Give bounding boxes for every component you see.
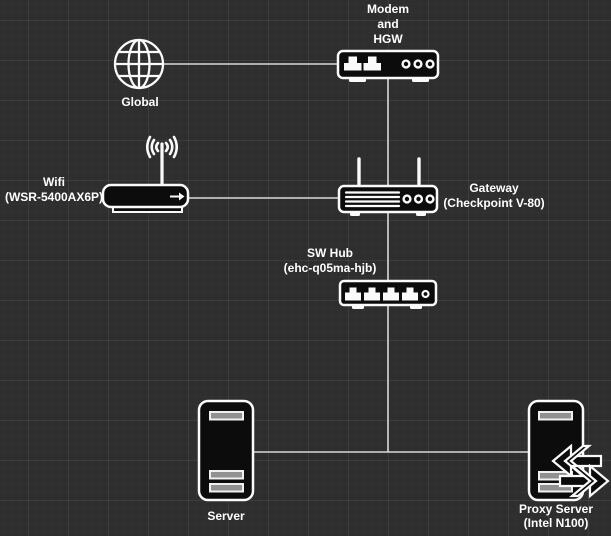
connectors [163,63,529,453]
modem-label: Modem and HGW [338,2,438,47]
drive-slot [538,483,573,493]
led-icon [413,194,424,204]
proxy-label-line2: (Intel N100) [523,516,589,530]
sw-hub-label-line2: (ehc-q05ma-hjb) [283,261,377,275]
modem-label-line1: Modem [367,2,409,16]
gateway-label: Gateway (Checkpoint V-80) [439,181,549,211]
drive-slot [538,411,573,421]
ethernet-port-icon [402,287,418,301]
led-icon [425,194,435,204]
ethernet-port-icon [383,287,399,301]
ethernet-port-icon [364,287,380,301]
led-icon [425,59,435,69]
proxy-label-line1: Proxy Server [518,502,594,516]
sw-hub-label: SW Hub (ehc-q05ma-hjb) [275,246,385,276]
antenna-icon [357,157,421,189]
globe-icon [113,38,165,90]
proxy-arrows-icon [551,443,610,499]
drive-slot [209,470,244,480]
wifi-label-line1: Wifi [43,175,65,189]
antenna-signal-icon [145,135,179,190]
led-icon [402,194,412,204]
wifi-router-icon [101,135,190,213]
server-tower-icon [197,399,255,502]
drive-slot [209,411,244,421]
modem-label-line3: HGW [373,32,403,46]
arrow-right-icon [170,192,185,201]
modem-icon [336,49,440,82]
global-label: Global [121,95,159,109]
gateway-label-line1: Gateway [469,181,519,195]
wifi-label-line2: (WSR-5400AX6P) [4,190,104,204]
led-icon [401,59,411,69]
modem-label-line2: and [377,17,399,31]
ethernet-port-icon [345,287,361,301]
gateway-label-line2: (Checkpoint V-80) [443,196,545,210]
led-icon [421,289,430,299]
proxy-server-icon [527,399,610,502]
ethernet-port-icon [344,56,362,71]
ethernet-port-icon [363,56,381,71]
vent-lines [344,191,401,208]
wifi-label: Wifi (WSR-5400AX6P) [0,175,109,205]
wireless-router-icon [337,157,439,216]
led-icon [413,59,423,69]
drive-slot [209,483,244,493]
server-label: Server [207,509,245,523]
switch-icon [338,279,438,309]
sw-hub-label-line1: SW Hub [307,246,353,260]
proxy-server-label: Proxy Server (Intel N100) [501,502,611,530]
